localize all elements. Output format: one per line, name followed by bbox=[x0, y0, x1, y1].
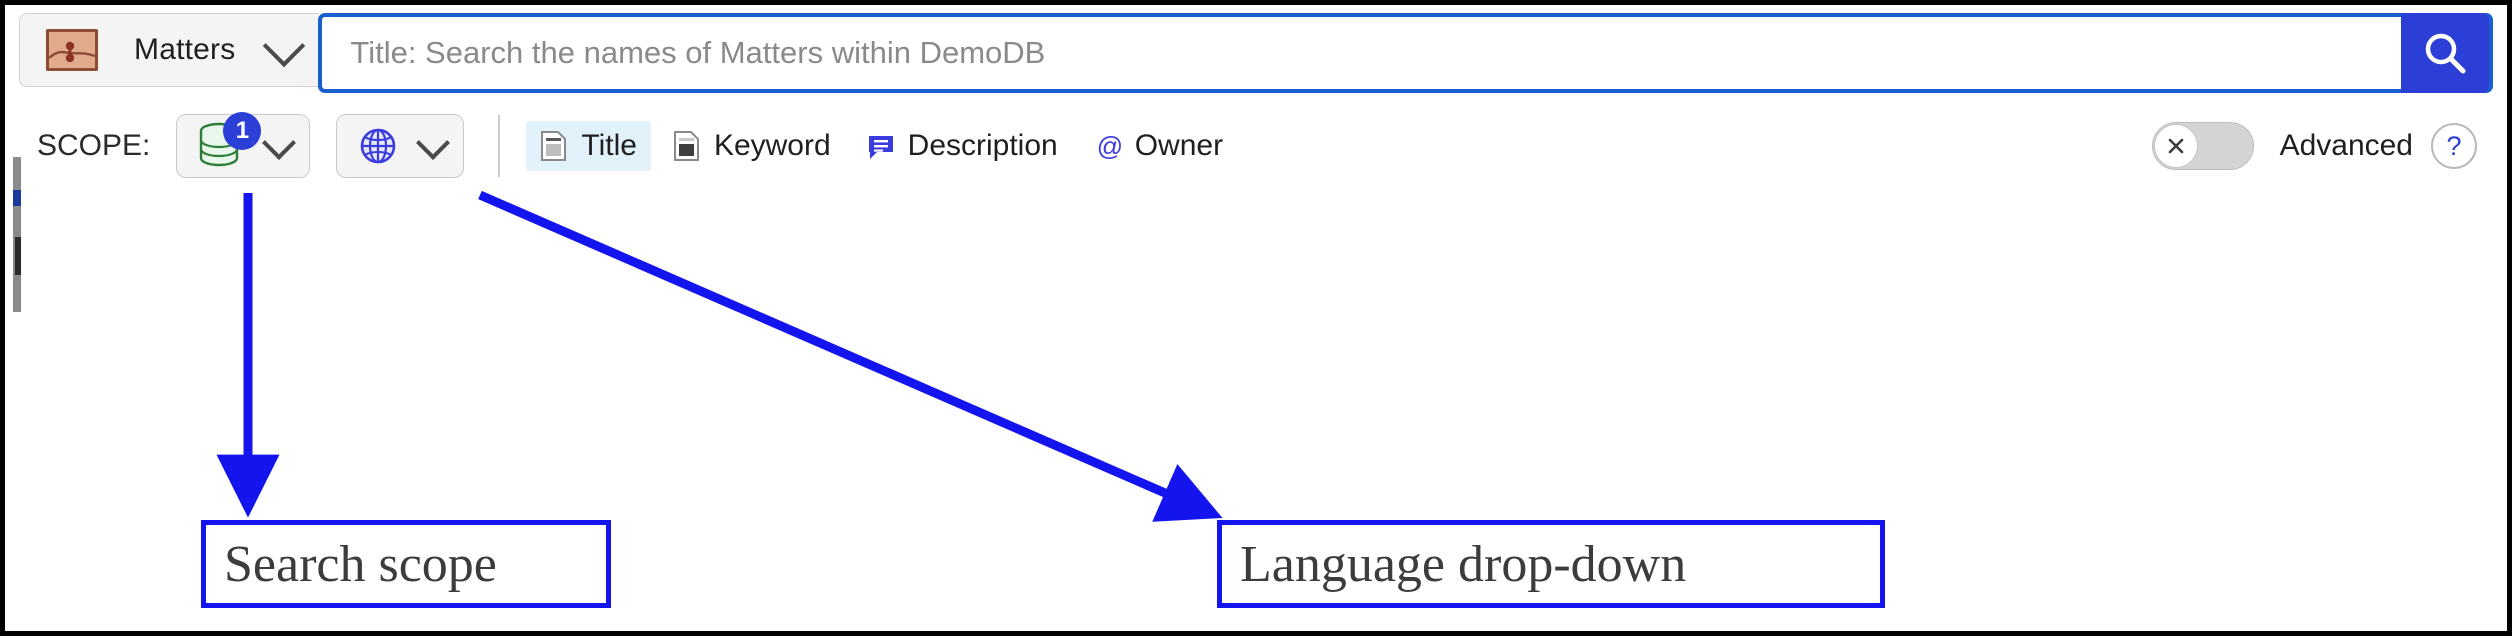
document-title-icon bbox=[540, 130, 568, 162]
chevron-down-icon bbox=[416, 126, 451, 160]
at-sign-icon: @ bbox=[1094, 130, 1123, 162]
advanced-toggle-label: Advanced bbox=[2279, 129, 2413, 162]
database-scope-dropdown[interactable]: 1 bbox=[176, 112, 311, 178]
speech-bubble-icon bbox=[867, 130, 895, 162]
document-keyword-icon bbox=[673, 130, 701, 162]
database-icon: 1 bbox=[195, 112, 262, 170]
field-tab-title[interactable]: Title bbox=[526, 121, 651, 171]
globe-icon bbox=[355, 123, 401, 169]
globe-icon-glyph bbox=[361, 128, 396, 164]
advanced-toggle-group[interactable]: Advanced bbox=[2151, 122, 2413, 170]
search-submit-button[interactable] bbox=[2401, 13, 2489, 93]
help-button[interactable]: ? bbox=[2431, 123, 2477, 169]
search-input-wrapper[interactable] bbox=[318, 13, 2493, 93]
annotation-label-language-dropdown: Language drop-down bbox=[1240, 535, 1687, 593]
field-tab-keyword-label: Keyword bbox=[713, 129, 831, 162]
search-bar-row: Matters bbox=[19, 13, 2493, 93]
language-scope-dropdown[interactable] bbox=[336, 114, 465, 178]
search-icon bbox=[2425, 33, 2466, 74]
document-keyword-icon-glyph bbox=[673, 131, 699, 161]
speech-bubble-icon-glyph bbox=[868, 136, 893, 159]
matters-card-icon bbox=[46, 29, 98, 71]
field-tab-description-label: Description bbox=[907, 129, 1058, 162]
annotation-label-search-scope: Search scope bbox=[224, 535, 497, 593]
svg-text:@: @ bbox=[1097, 131, 1123, 161]
chevron-down-icon bbox=[262, 126, 297, 160]
scope-row: SCOPE: 1 bbox=[19, 101, 2493, 191]
field-tab-title-label: Title bbox=[581, 129, 637, 162]
matters-card-icon-glyph bbox=[49, 41, 95, 63]
chevron-down-icon bbox=[263, 24, 306, 68]
annotation-box-language-dropdown: Language drop-down bbox=[1217, 520, 1885, 608]
at-sign-icon-glyph: @ bbox=[1097, 131, 1123, 161]
scrollbar-thumb[interactable] bbox=[15, 237, 21, 275]
close-x-icon bbox=[2168, 138, 2183, 154]
entity-type-label: Matters bbox=[134, 33, 236, 66]
scope-label: SCOPE: bbox=[37, 129, 151, 162]
toolbar-divider bbox=[498, 115, 501, 177]
advanced-toggle[interactable] bbox=[2151, 122, 2254, 170]
field-tab-owner-label: Owner bbox=[1134, 129, 1224, 162]
scrollbar-marker bbox=[13, 190, 21, 206]
database-count-badge: 1 bbox=[223, 112, 262, 150]
document-title-icon-glyph bbox=[541, 131, 567, 161]
search-field-tabs: Title Keyword bbox=[526, 121, 1245, 171]
entity-type-dropdown[interactable]: Matters bbox=[19, 13, 320, 87]
field-tab-keyword[interactable]: Keyword bbox=[659, 121, 845, 171]
annotation-arrow-language-dropdown bbox=[478, 190, 1223, 522]
toggle-knob bbox=[2153, 124, 2198, 168]
annotation-box-search-scope: Search scope bbox=[201, 520, 611, 608]
field-tab-owner[interactable]: @ Owner bbox=[1080, 121, 1237, 171]
field-tab-description[interactable]: Description bbox=[853, 121, 1072, 171]
scrollbar-strip[interactable] bbox=[13, 157, 21, 312]
search-input[interactable] bbox=[322, 17, 2401, 89]
